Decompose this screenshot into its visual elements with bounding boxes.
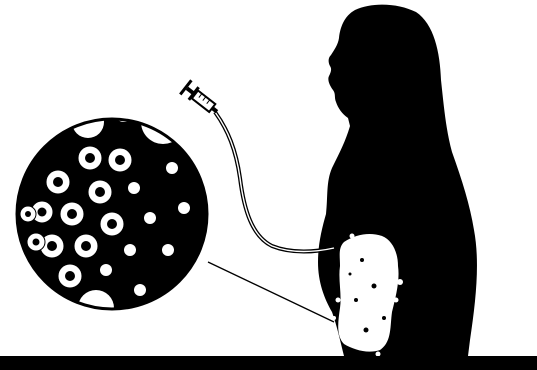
- treated-area: [338, 234, 398, 352]
- dot: [162, 244, 174, 256]
- dot: [134, 284, 146, 296]
- dot: [124, 244, 136, 256]
- dot: [144, 212, 156, 224]
- dot: [166, 162, 178, 174]
- dot: [128, 182, 140, 194]
- dot: [178, 202, 190, 214]
- ground-bar: [0, 356, 537, 370]
- dot: [100, 264, 112, 276]
